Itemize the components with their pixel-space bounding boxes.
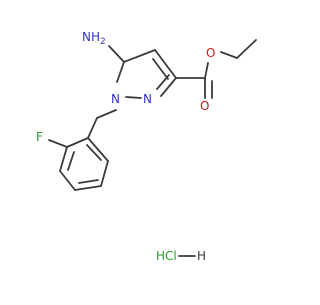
bond-ar6-ar1-double xyxy=(86,144,102,161)
atom-label-n2: N xyxy=(143,92,152,106)
bond-ar3-ar4 xyxy=(59,170,76,191)
bond-ch2-ch3 xyxy=(236,39,257,59)
structure-svg: NH2 N N O O F HCl H xyxy=(36,30,257,263)
bond-ar2-f xyxy=(48,139,68,148)
molecule-diagram: NH2 N N O O F HCl H xyxy=(36,30,257,263)
atom-label-nh2: NH2 xyxy=(82,30,106,47)
bond-c4-c3-double xyxy=(152,58,169,80)
bond-n1-n2 xyxy=(125,96,142,99)
bond-ar4-ar5 xyxy=(74,185,102,191)
atom-label-h: H xyxy=(197,249,206,263)
atom-labels: NH2 N N O O F HCl H xyxy=(36,30,215,263)
bond-ar5-ar6 xyxy=(100,160,109,187)
atom-label-o-ester: O xyxy=(206,46,215,60)
bond-ar6-ar1 xyxy=(87,137,109,162)
bond-n2-c3-double xyxy=(156,74,170,90)
bond-ar2-ar3-double xyxy=(67,151,75,171)
bond-ar2-ar3 xyxy=(59,146,68,172)
bond-ar4-ar5-double xyxy=(78,179,99,184)
bond-oester-ch2 xyxy=(220,51,238,59)
atom-label-nh2-subscript: 2 xyxy=(100,37,106,47)
atom-label-f: F xyxy=(36,130,43,144)
atom-label-o-carbonyl: O xyxy=(200,99,209,113)
bonds xyxy=(48,39,257,257)
bond-c5-nh2 xyxy=(108,45,125,63)
bond-ar1-ar2 xyxy=(66,137,89,148)
bond-ch2-ar xyxy=(87,117,98,139)
bond-c5-c4 xyxy=(123,49,156,63)
bond-c4-c3 xyxy=(154,49,177,79)
bond-n1-ch2 xyxy=(96,109,117,119)
bond-n2-c3 xyxy=(160,77,177,97)
bond-c5-n1 xyxy=(116,61,125,83)
atom-label-hcl: HCl xyxy=(156,249,177,263)
atom-label-n1: N xyxy=(111,92,120,106)
bond-ccarbonyl-oester xyxy=(204,62,209,79)
